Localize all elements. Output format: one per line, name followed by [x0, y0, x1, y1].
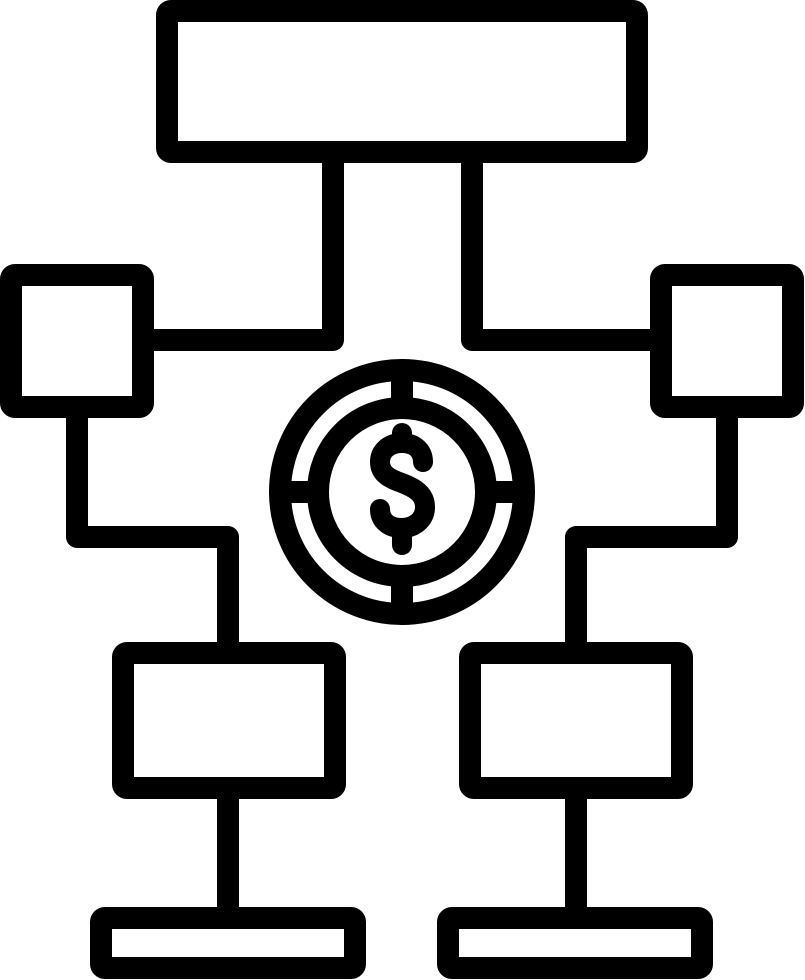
- dollar-sign-icon: [370, 423, 435, 555]
- left-node-box: [0, 264, 154, 418]
- connector-top-to-right: [461, 141, 672, 351]
- connector-right-to-lower-right: [565, 396, 738, 664]
- right-node-box: [650, 264, 804, 418]
- lower-right-node-box: [459, 642, 693, 799]
- connector-top-to-left: [132, 141, 344, 351]
- lower-left-node-box: [112, 642, 346, 799]
- connector-left-to-lower-left: [66, 396, 239, 664]
- top-node-box: [156, 0, 648, 163]
